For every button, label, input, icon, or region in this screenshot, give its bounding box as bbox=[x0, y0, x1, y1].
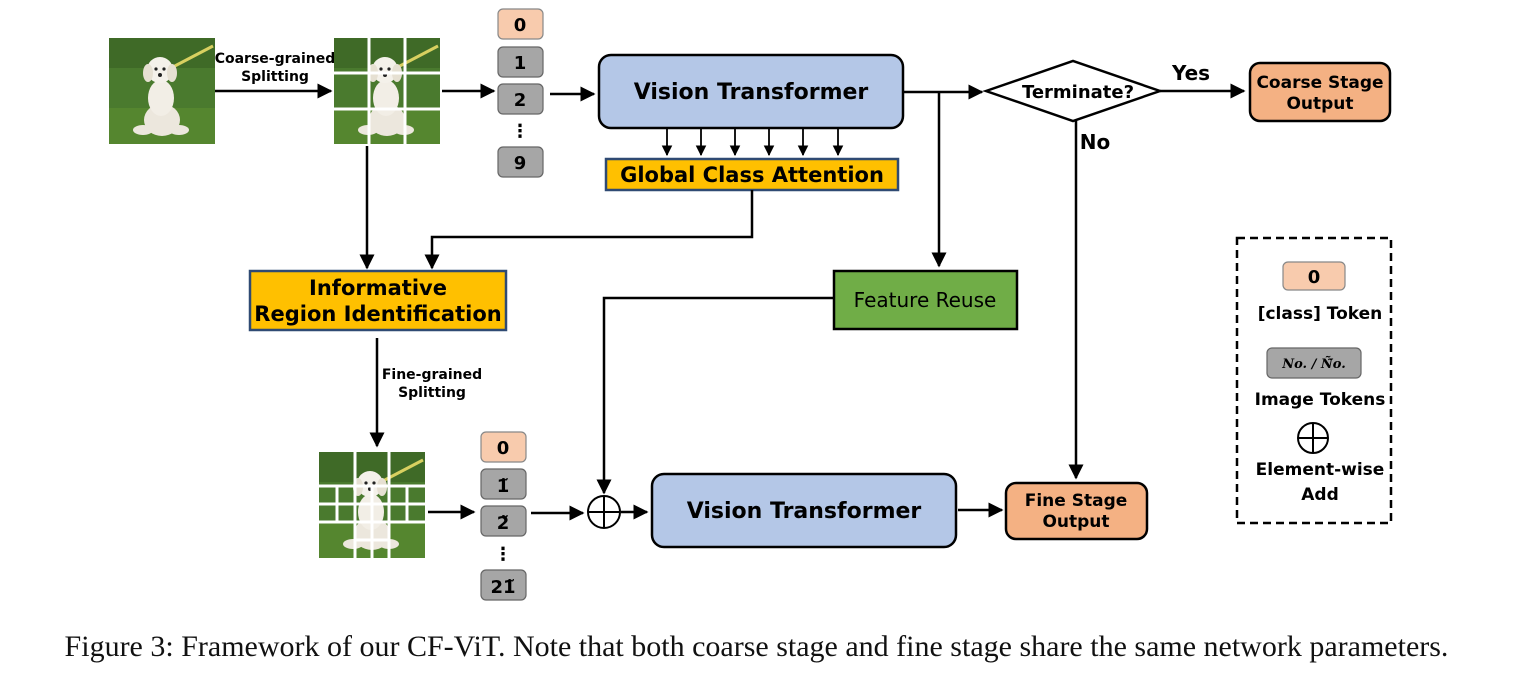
fine-token-column: 0 1̃ 2̃ ⋮ 21̃ bbox=[480, 431, 527, 601]
fine-image-token-21 bbox=[480, 569, 527, 601]
coarse-token-ellipsis: ⋮ bbox=[511, 121, 529, 142]
legend-add-icon bbox=[1297, 422, 1329, 454]
coarse-split-label-line2: Splitting bbox=[241, 69, 309, 85]
fine-stage-output-box bbox=[1004, 481, 1149, 541]
fine-split-label-line2: Splitting bbox=[398, 385, 466, 401]
legend-border bbox=[1235, 236, 1393, 525]
feature-reuse-to-add-arrow bbox=[596, 296, 834, 495]
informative-region-label-line2: Region Identification bbox=[254, 302, 501, 326]
informative-region-box bbox=[248, 269, 508, 332]
fine-token-2: 2̃ bbox=[497, 513, 510, 534]
coarse-image-token-1 bbox=[497, 46, 544, 78]
fine-token-1: 1̃ bbox=[497, 476, 510, 497]
input-dog-image bbox=[107, 36, 217, 146]
global-class-attention-box bbox=[604, 157, 900, 192]
vision-transformer-top bbox=[597, 53, 905, 130]
legend-image-token-sample-text: No. / Ñ̃o. bbox=[1281, 356, 1346, 372]
coarse-token-column: 0 1 2 ⋮ 9 bbox=[497, 8, 544, 178]
cfvit-framework-diagram: Coarse-grained Splitting 0 1 2 ⋮ 9 Visio… bbox=[107, 8, 1393, 601]
legend: 0 [class] Token No. / Ñ̃o. Image Tokens … bbox=[1235, 236, 1393, 525]
fine-token-ellipsis: ⋮ bbox=[494, 544, 512, 565]
coarse-image-token-2 bbox=[497, 83, 544, 115]
vision-transformer-bottom bbox=[650, 472, 958, 549]
coarse-class-token bbox=[497, 8, 544, 40]
legend-class-token-sample bbox=[1282, 261, 1346, 291]
vision-transformer-bottom-label: Vision Transformer bbox=[687, 499, 922, 524]
coarse-image-token-9 bbox=[497, 146, 544, 178]
fine-grid-image bbox=[317, 450, 427, 560]
figure-caption: Figure 3: Framework of our CF-ViT. Note … bbox=[64, 630, 1449, 663]
coarse-split-label-line1: Coarse-grained bbox=[215, 51, 336, 67]
legend-image-token-label: Image Tokens bbox=[1255, 390, 1386, 410]
coarse-token-9: 9 bbox=[514, 153, 527, 174]
coarse-token-0: 0 bbox=[514, 15, 527, 36]
attention-to-region-arrow bbox=[424, 190, 754, 270]
fine-image-token-2 bbox=[480, 505, 527, 537]
coarse-stage-output-box bbox=[1248, 61, 1392, 123]
fine-output-label-line1: Fine Stage bbox=[1025, 491, 1128, 511]
attention-arrows bbox=[661, 128, 844, 157]
fine-output-label-line2: Output bbox=[1042, 512, 1109, 532]
coarse-output-label-line2: Output bbox=[1286, 94, 1353, 114]
legend-class-token-label: [class] Token bbox=[1258, 304, 1383, 324]
feature-reuse-label: Feature Reuse bbox=[854, 288, 997, 312]
fine-class-token bbox=[480, 431, 527, 463]
yes-label: Yes bbox=[1171, 61, 1210, 85]
legend-add-label-line1: Element-wise bbox=[1256, 460, 1385, 480]
legend-image-token-sample bbox=[1266, 347, 1362, 379]
coarse-output-label-line1: Coarse Stage bbox=[1256, 73, 1383, 93]
vision-transformer-top-label: Vision Transformer bbox=[634, 80, 869, 105]
fine-split-label-line1: Fine-grained bbox=[382, 367, 482, 383]
coarse-grid-image bbox=[332, 36, 442, 146]
legend-class-token-sample-text: 0 bbox=[1308, 267, 1321, 288]
no-label: No bbox=[1080, 130, 1110, 154]
coarse-token-1: 1 bbox=[514, 53, 527, 74]
legend-add-label-line2: Add bbox=[1301, 485, 1339, 505]
terminate-label: Terminate? bbox=[1022, 82, 1134, 103]
informative-region-label-line1: Informative bbox=[309, 276, 447, 300]
fine-token-21: 21̃ bbox=[490, 577, 515, 598]
coarse-token-2: 2 bbox=[514, 90, 527, 111]
fine-token-0: 0 bbox=[497, 438, 510, 459]
element-wise-add-icon bbox=[587, 495, 621, 529]
fine-image-token-1 bbox=[480, 468, 527, 500]
feature-reuse-box bbox=[832, 269, 1019, 331]
global-class-attention-label: Global Class Attention bbox=[620, 163, 884, 187]
